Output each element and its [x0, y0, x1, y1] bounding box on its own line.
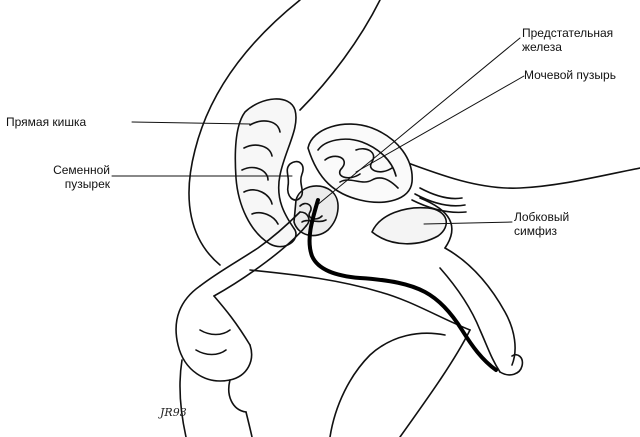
bladder-texture-1 — [324, 155, 361, 179]
bladder-texture-3 — [339, 177, 399, 189]
bladder-texture-2 — [355, 147, 393, 173]
back-outline — [299, 0, 381, 111]
glans — [499, 353, 524, 376]
pelvis-floor-outline — [249, 269, 471, 331]
bladder-shape — [307, 123, 413, 204]
label-seminal-vesicle-line2: пузырек — [64, 177, 110, 191]
rectum-fold-2 — [243, 144, 273, 157]
prostate-texture-1 — [299, 202, 323, 220]
urethra-catheter — [307, 198, 498, 372]
rectum-fold-3 — [241, 166, 269, 181]
perineum-outline — [329, 332, 446, 437]
pubic-symphysis-shape — [371, 206, 448, 245]
finger-lower — [213, 225, 307, 297]
penis-upper — [444, 247, 516, 366]
label-rectum: Прямая кишка — [6, 115, 87, 129]
wrist-left — [179, 359, 187, 437]
label-prostate-line1: Предстательная — [522, 26, 614, 40]
pointer-bladder — [355, 75, 525, 173]
rectum-fold-1 — [249, 120, 281, 133]
knuckle-2 — [199, 329, 231, 336]
label-seminal-vesicle-line1: Семенной — [53, 163, 110, 177]
penis-lower — [439, 267, 501, 373]
pointer-rectum — [131, 121, 251, 125]
rectum-fold-5 — [251, 211, 279, 225]
finger-upper — [199, 211, 301, 287]
seminal-vesicle-shape — [286, 160, 304, 201]
label-bladder: Мочевой пузырь — [524, 68, 616, 82]
label-pubic-symphysis-line2: симфиз — [514, 224, 558, 238]
pointer-pubic-symphysis — [423, 221, 513, 225]
thumb — [228, 379, 247, 413]
wrist-right — [245, 411, 253, 437]
rectum-fold-4 — [243, 189, 273, 205]
finger-tip — [299, 211, 310, 227]
abdominal-wall — [399, 159, 640, 189]
knuckle-1 — [213, 295, 251, 346]
knuckle-3 — [195, 349, 227, 356]
bladder-wall-inner — [317, 138, 397, 177]
label-prostate-line2: железа — [522, 40, 562, 54]
pointer-prostate — [315, 37, 521, 207]
pubic-ligament-3 — [411, 199, 467, 214]
artist-signature: JR93 — [160, 406, 187, 419]
pubic-curve — [419, 197, 453, 249]
label-pubic-symphysis-line1: Лобковый — [514, 210, 570, 224]
pubic-ligament-2 — [414, 193, 466, 207]
pubic-ligament-1 — [419, 187, 463, 200]
body-outline — [188, 0, 301, 266]
hand-outline — [175, 285, 253, 382]
thigh-outline — [399, 329, 471, 437]
